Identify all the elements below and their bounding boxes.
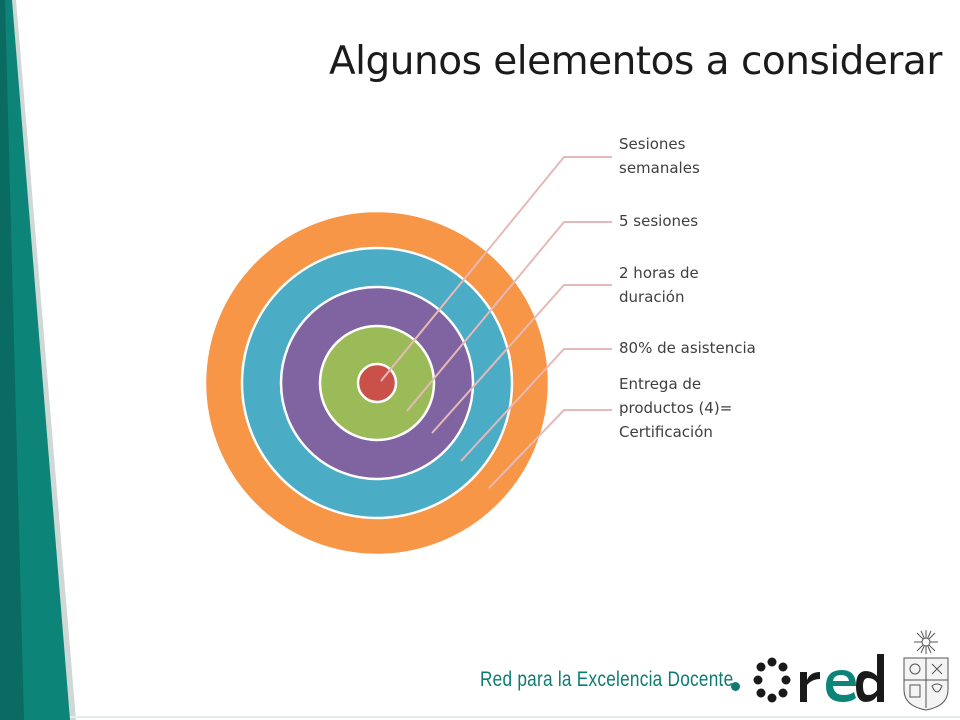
ring-label-3-line-1: 2 horas de — [619, 264, 699, 282]
ring-label-5: Entrega de productos (4)= Certificación — [619, 372, 789, 444]
slide-title: Algunos elementos a considerar — [329, 39, 942, 84]
ring-label-1-line-1: Sesiones — [619, 135, 686, 153]
ring-label-5-line-1: Entrega de — [619, 375, 702, 393]
ring-label-4: 80% de asistencia — [619, 336, 789, 360]
leader-line-2 — [406, 221, 612, 412]
logo-text-hidden: red — [752, 650, 754, 651]
logo-wordmark — [800, 654, 884, 702]
leader-line-5 — [488, 409, 612, 489]
leader-line-4 — [460, 348, 612, 462]
ring-label-2-line-1: 5 sesiones — [619, 212, 699, 230]
footer-brand-text: Red para la Excelencia Docente — [480, 668, 734, 691]
leader-line-3 — [431, 284, 612, 434]
ring-label-1: Sesiones semanales — [619, 132, 789, 180]
leader-line-1 — [380, 156, 612, 382]
footer-bullet-dot — [731, 682, 740, 691]
ring-label-4-line-1: 80% de asistencia — [619, 339, 756, 357]
crest-star-icon — [914, 630, 938, 654]
ring-label-5-line-2: productos (4)= — [619, 399, 733, 417]
ring-label-1-line-2: semanales — [619, 159, 700, 177]
side-band-edge — [0, 0, 24, 720]
red-logo: red — [752, 650, 884, 703]
university-crest-icon — [903, 630, 949, 711]
ring-label-2: 5 sesiones — [619, 209, 789, 233]
ring-label-3: 2 horas de duración — [619, 261, 789, 309]
ring-label-3-line-2: duración — [619, 288, 685, 306]
ring-label-5-line-3: Certificación — [619, 423, 713, 441]
logo-dots-icon — [753, 657, 791, 703]
